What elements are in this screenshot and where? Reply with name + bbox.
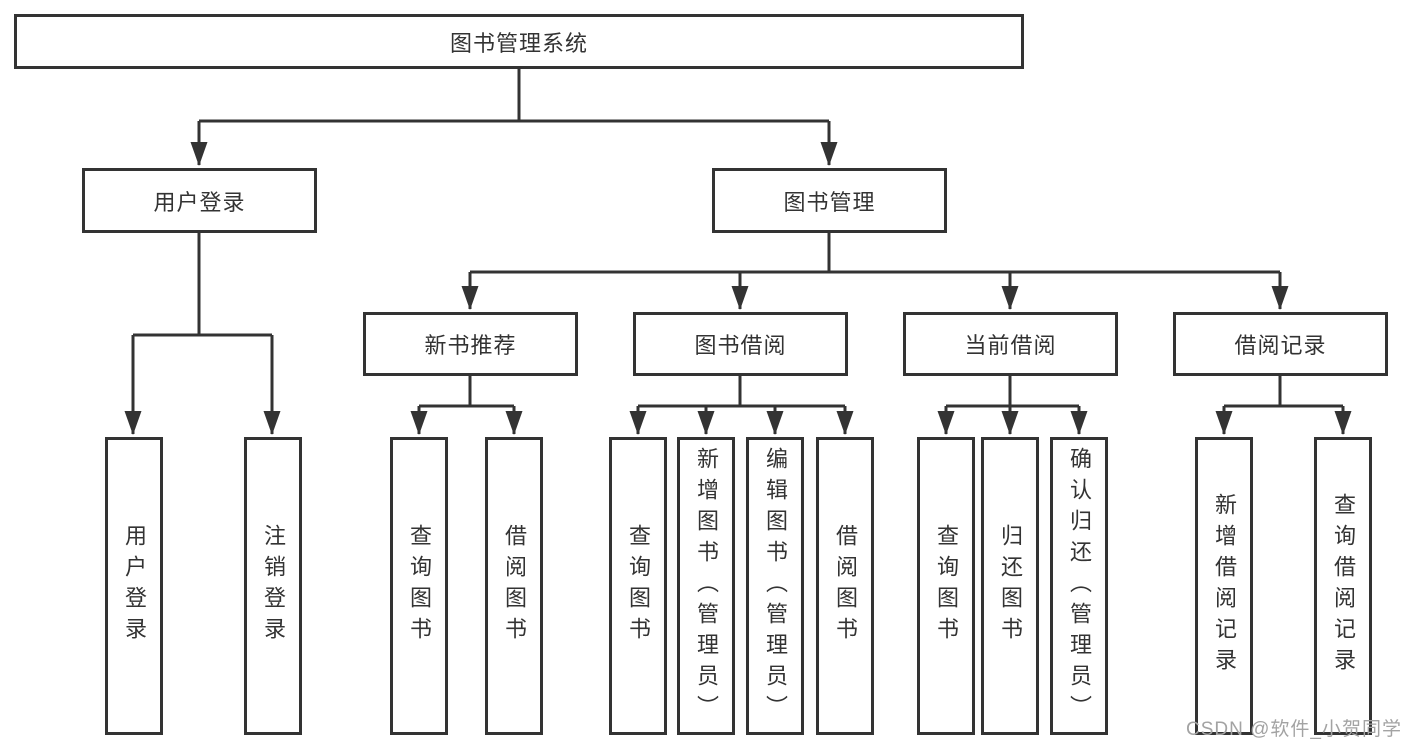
csdn-watermark: CSDN @软件_小贺同学	[1186, 719, 1402, 740]
node-current-borrow: 当前借阅	[903, 312, 1118, 376]
node-new-book-recommend-label: 新书推荐	[424, 333, 517, 358]
leaf-label: 新增图书（管理员）	[694, 446, 719, 726]
node-leaf-query-books-current: 查询图书	[917, 437, 975, 735]
leaf-label: 归还图书	[998, 524, 1023, 648]
node-leaf-borrow-books-borrow: 借阅图书	[816, 437, 874, 735]
leaf-label: 查询图书	[626, 524, 651, 648]
node-book-borrow-label: 图书借阅	[694, 333, 787, 358]
node-leaf-query-books-borrow: 查询图书	[609, 437, 667, 735]
leaf-label: 查询图书	[934, 524, 959, 648]
node-borrow-records-label: 借阅记录	[1234, 333, 1327, 358]
leaf-label: 确认归还（管理员）	[1067, 446, 1092, 726]
node-new-book-recommend: 新书推荐	[363, 312, 578, 376]
node-leaf-borrow-books-newbooks: 借阅图书	[485, 437, 543, 735]
node-leaf-query-books-newbooks: 查询图书	[390, 437, 448, 735]
node-root-label: 图书管理系统	[449, 30, 588, 56]
leaf-label: 查询借阅记录	[1331, 493, 1356, 679]
node-leaf-edit-books-admin: 编辑图书（管理员）	[746, 437, 804, 735]
leaf-label: 借阅图书	[833, 524, 858, 648]
leaf-label: 编辑图书（管理员）	[763, 446, 788, 726]
node-current-borrow-label: 当前借阅	[964, 333, 1057, 358]
leaf-label: 用户登录	[122, 524, 147, 648]
node-leaf-return-books: 归还图书	[981, 437, 1039, 735]
node-user-login: 用户登录	[82, 168, 317, 233]
node-root: 图书管理系统	[14, 14, 1024, 69]
node-book-management: 图书管理	[712, 168, 947, 233]
node-leaf-add-borrow-record: 新增借阅记录	[1195, 437, 1253, 735]
node-leaf-query-borrow-record: 查询借阅记录	[1314, 437, 1372, 735]
leaf-label: 新增借阅记录	[1212, 493, 1237, 679]
node-book-management-label: 图书管理	[783, 189, 876, 215]
leaf-label: 查询图书	[407, 524, 432, 648]
node-leaf-add-books-admin: 新增图书（管理员）	[677, 437, 735, 735]
node-borrow-records: 借阅记录	[1173, 312, 1388, 376]
leaf-label: 注销登录	[261, 524, 286, 648]
node-user-login-label: 用户登录	[153, 189, 246, 215]
node-leaf-user-login: 用户登录	[105, 437, 163, 735]
leaf-label: 借阅图书	[502, 524, 527, 648]
node-book-borrow: 图书借阅	[633, 312, 848, 376]
node-leaf-confirm-return-admin: 确认归还（管理员）	[1050, 437, 1108, 735]
node-leaf-logout: 注销登录	[244, 437, 302, 735]
